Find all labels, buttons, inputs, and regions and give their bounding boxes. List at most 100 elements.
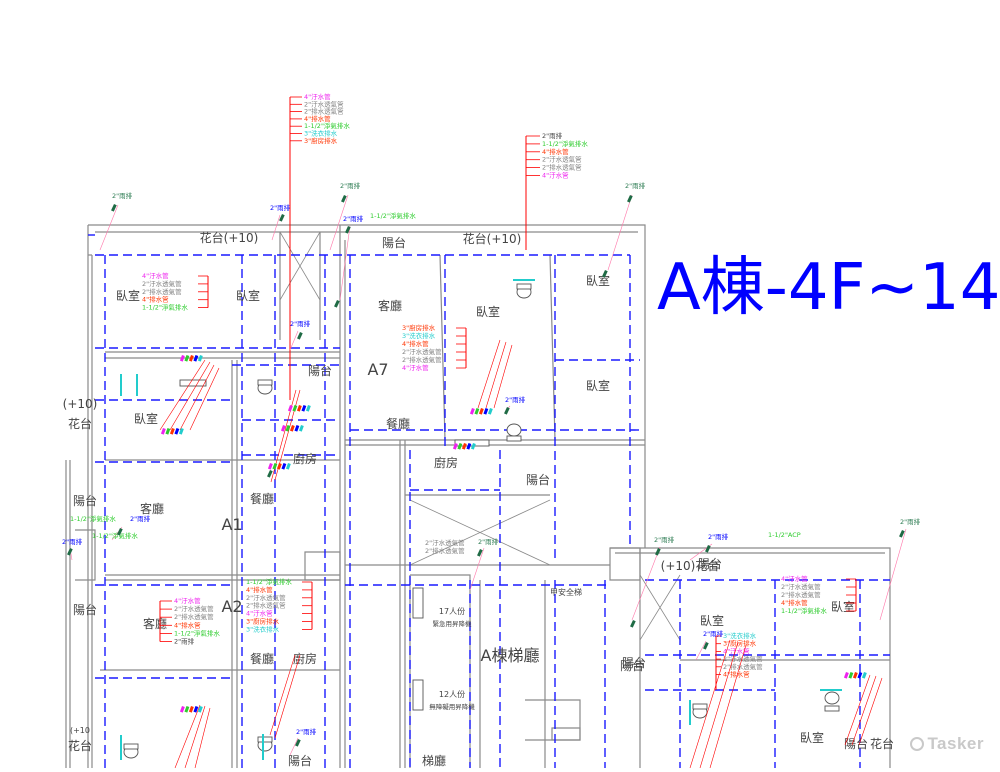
annotation-leader — [339, 225, 351, 301]
riser-marker — [843, 672, 849, 679]
riser-marker — [188, 706, 194, 713]
room-label: A棟梯廳 — [481, 646, 540, 665]
drain-mark — [703, 642, 709, 650]
drain-mark — [602, 270, 608, 278]
room-label: 陽台 — [288, 753, 312, 768]
drain-mark — [655, 548, 661, 556]
pipe-label: 2"汙水透氣管 — [246, 593, 286, 602]
room-label: 臥室 — [586, 378, 610, 393]
pipe-bundles — [159, 339, 883, 769]
drain-mark — [295, 739, 301, 747]
drain-mark — [334, 300, 340, 308]
drain-mark — [341, 195, 347, 203]
drain-mark — [627, 195, 633, 203]
drain-mark — [899, 529, 905, 538]
pipe-label: 2"汙水透氣管 — [174, 604, 214, 613]
pipe-run — [184, 705, 206, 769]
riser-marker — [848, 672, 854, 679]
pipe-label: 1-1/2"淨氣排水 — [781, 606, 827, 615]
pipe-run — [179, 364, 215, 431]
drain-mark — [297, 332, 303, 340]
room-label: 臥室 — [236, 288, 260, 303]
drain-annotation: 2"雨排 — [900, 517, 921, 526]
pipe-run — [844, 674, 871, 746]
pipe-label: 3"廚房排水 — [723, 639, 757, 648]
room-label: 餐廳 — [250, 651, 274, 666]
pipe-label: 4"汙水管 — [142, 271, 169, 280]
pipe-label: 4"排水管 — [304, 114, 331, 123]
room-label: 12人份 — [439, 689, 465, 699]
pipe-label: 2"汙水透氣管 — [781, 582, 821, 591]
pipe-label: 1-1/2"淨氣排水 — [246, 577, 292, 586]
drain-mark — [267, 470, 273, 478]
room-label: 廚房 — [293, 451, 317, 466]
riser-marker — [197, 706, 203, 713]
drain-annotation: 1-1/2"淨氣排水 — [92, 531, 138, 540]
pipe-run — [194, 707, 211, 769]
room-label: 廚房 — [434, 455, 458, 470]
room-label: 17人份 — [439, 606, 465, 616]
tasker-logo-icon — [910, 737, 925, 751]
pipe-label: 1-1/2"淨氣排水 — [304, 121, 350, 130]
annotation-leader — [329, 194, 349, 251]
riser-marker — [285, 424, 291, 432]
riser-marker — [287, 404, 293, 412]
riser-marker — [474, 408, 480, 415]
drain-mark — [117, 528, 123, 536]
annotation-leader — [879, 528, 907, 621]
structure-walls — [65, 224, 891, 768]
pipe-label: 3"洗衣排水 — [402, 331, 436, 340]
pipe-label: 4"排水管 — [542, 147, 569, 156]
fixtures — [123, 283, 840, 759]
room-labels: 臥室臥室臥室客廳客廳A1A2餐廳餐廳廚房廚房陽台陽台陽台陽台臥室客廳A7臥室臥室… — [63, 230, 894, 768]
pipe-label: 1-1/2"淨氣排水 — [174, 628, 220, 637]
room-label: 臥室 — [800, 730, 824, 745]
room-label: (+10)花台 — [661, 558, 720, 573]
annotation-leader — [289, 330, 299, 351]
pipe-run — [189, 367, 220, 431]
room-label: 餐廳 — [386, 416, 410, 431]
room-label: 臥室 — [831, 599, 855, 614]
drain-annotation: 2"雨排 — [343, 214, 364, 223]
riser-marker — [296, 404, 302, 412]
riser-marker — [466, 443, 472, 450]
pipe-label: 4"汙水管 — [402, 363, 429, 372]
room-label: (+10 — [70, 726, 90, 735]
room-label: 陽台 — [620, 658, 644, 673]
room-label: 陽台 — [382, 235, 406, 250]
room-label: A7 — [367, 360, 388, 379]
room-label: 臥室 — [586, 273, 610, 288]
riser-marker — [165, 428, 171, 435]
pipe-label: 4"汙水管 — [174, 596, 201, 605]
room-label: 客廳 — [378, 298, 402, 313]
pipe-label: 1-1/2"淨氣排水 — [542, 139, 588, 148]
riser-marker — [276, 463, 282, 470]
riser-marker — [452, 443, 458, 450]
riser-marker — [280, 425, 286, 432]
riser-marker — [285, 463, 291, 470]
drain-mark — [477, 548, 483, 557]
annotation-leader — [631, 546, 661, 621]
pipe-label: 4"排水管 — [781, 598, 808, 607]
room-label: 客廳 — [140, 501, 164, 516]
pipe-run — [709, 644, 747, 769]
room-label: 花台(+10) — [463, 231, 522, 246]
riser-marker — [483, 408, 489, 415]
pipe-label: 4"汙水管 — [542, 171, 569, 180]
room-label: 無障礙用昇降機 — [429, 702, 475, 711]
drain-annotation: 2"雨排 — [708, 532, 729, 541]
pipe-label: 4"排水管 — [142, 295, 169, 304]
pipe-label: 2"汙水透氣管 — [542, 155, 582, 164]
pipe-label: 4"排水管 — [402, 339, 429, 348]
pipe-run — [169, 361, 211, 431]
riser-marker — [301, 405, 307, 412]
pipe-run — [274, 654, 301, 739]
riser-marker — [160, 428, 166, 435]
pipe-label: 1-1/2"淨氣排水 — [142, 303, 188, 312]
room-label: 緊急用昇降機 — [433, 619, 473, 628]
room-label: 花台 — [870, 736, 894, 751]
